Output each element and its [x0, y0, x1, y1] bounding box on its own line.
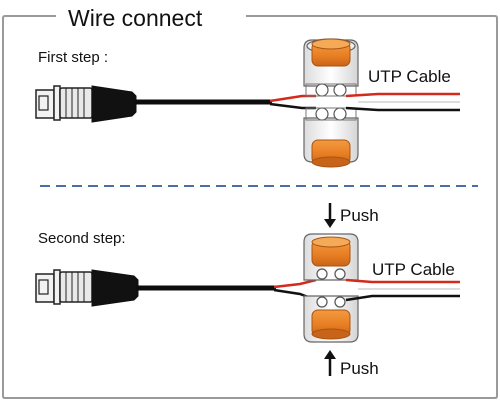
wire-red-right	[345, 92, 460, 98]
bnc-connector-icon	[35, 85, 137, 123]
push-bottom-label: Push	[340, 359, 379, 378]
push-arrow-up-icon	[324, 350, 336, 376]
wire-black-right	[345, 106, 460, 112]
push-top-label: Push	[340, 206, 379, 225]
orange-cap-bottom-2	[311, 309, 351, 340]
bnc-connector-icon-2	[35, 269, 139, 307]
utp-cable-label-1: UTP Cable	[368, 67, 451, 86]
wire-red-right-2	[345, 278, 460, 284]
outer-frame	[2, 15, 498, 399]
orange-cap-top-2	[311, 236, 351, 267]
utp-cable-label-2: UTP Cable	[372, 260, 455, 279]
wire-red-left	[269, 94, 316, 103]
step-1-label: First step :	[38, 49, 108, 66]
wire-connector-open	[303, 38, 359, 168]
step-2-label: Second step:	[38, 230, 126, 247]
wire-black-left	[269, 102, 316, 110]
wire-connector-closed	[303, 233, 359, 343]
push-arrow-down-icon	[324, 203, 336, 228]
diagram-title: Wire connect	[68, 5, 203, 31]
orange-cap-bottom	[311, 139, 351, 168]
wire-black-right-2	[345, 294, 460, 302]
orange-cap-top	[311, 38, 351, 67]
step-2: Second step: Push	[35, 203, 460, 378]
wire-red-left-2	[273, 278, 317, 289]
step-1: First step :	[35, 38, 460, 168]
